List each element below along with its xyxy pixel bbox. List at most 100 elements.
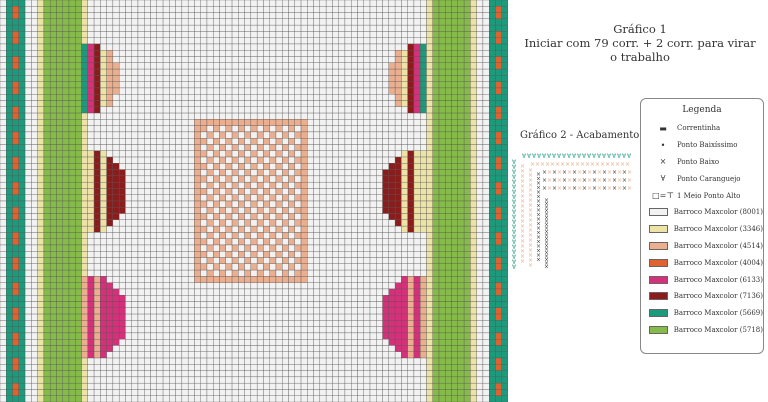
- grid-cell: [426, 213, 433, 221]
- grid-cell: [288, 332, 295, 340]
- grid-cell: [256, 357, 264, 365]
- grid-cell: [451, 351, 459, 359]
- grid-cell: [300, 112, 308, 120]
- grid-cell: [118, 156, 126, 164]
- grid-cell: [213, 150, 220, 158]
- grid-cell: [68, 119, 76, 126]
- grid-cell: [0, 163, 7, 170]
- grid-cell: [344, 288, 352, 296]
- grid-cell: [394, 87, 402, 95]
- grid-cell: [489, 75, 496, 82]
- grid-cell: [476, 244, 484, 252]
- grid-cell: [137, 175, 145, 183]
- grid-cell: [482, 24, 490, 32]
- grid-cell: [231, 263, 239, 271]
- grid-cell: [438, 313, 446, 321]
- grid-cell: [31, 263, 38, 271]
- grid-cell: [225, 326, 233, 334]
- grid-cell: [300, 6, 308, 13]
- grid-cell: [256, 163, 264, 170]
- grid-cell: [62, 81, 70, 89]
- grid-cell: [131, 200, 139, 208]
- grid-cell: [413, 138, 421, 145]
- grid-cell: [457, 106, 465, 114]
- grid-cell: [451, 194, 459, 202]
- grid-cell: [43, 219, 51, 227]
- grid-cell: [256, 200, 264, 208]
- grid-cell: [175, 125, 183, 133]
- grid-cell: [338, 12, 346, 20]
- grid-cell: [75, 382, 82, 390]
- grid-cell: [213, 225, 220, 233]
- grid-cell: [194, 194, 201, 202]
- grid-cell: [463, 219, 471, 227]
- grid-cell: [244, 56, 252, 63]
- grid-cell: [12, 313, 19, 321]
- grid-cell: [68, 56, 76, 63]
- grid-cell: [482, 37, 490, 45]
- grid-cell: [31, 144, 38, 151]
- grid-cell: [200, 251, 208, 258]
- grid-cell: [413, 276, 421, 283]
- grid-cell: [81, 345, 88, 352]
- grid-cell: [106, 200, 114, 208]
- grid-cell: [100, 207, 107, 214]
- grid-cell: [263, 0, 270, 7]
- grid-cell: [407, 263, 415, 271]
- grid-cell: [256, 320, 264, 327]
- grid-cell: [18, 24, 26, 32]
- grid-cell: [175, 251, 183, 258]
- grid-cell: [125, 0, 132, 7]
- grid-cell: [56, 138, 63, 145]
- grid-cell: [0, 351, 7, 359]
- grid-cell: [457, 251, 465, 258]
- grid-cell: [12, 112, 19, 120]
- grid-cell: [131, 24, 139, 32]
- grid-cell: [426, 24, 433, 32]
- grid-cell: [194, 288, 201, 296]
- grid-cell: [18, 68, 26, 76]
- grid-cell: [125, 194, 132, 202]
- grid-cell: [489, 200, 496, 208]
- grid-cell: [150, 257, 157, 264]
- grid-cell: [275, 257, 283, 264]
- grid-cell: [62, 263, 70, 271]
- grid-cell: [200, 144, 208, 151]
- grid-cell: [206, 125, 214, 133]
- grid-cell: [162, 163, 170, 170]
- grid-cell: [125, 68, 132, 76]
- grid-cell: [18, 12, 26, 20]
- grid-cell: [187, 12, 195, 20]
- grid-cell: [263, 106, 270, 114]
- grid-cell: [131, 150, 139, 158]
- grid-cell: [37, 75, 45, 82]
- grid-cell: [75, 313, 82, 321]
- grid-cell: [37, 200, 45, 208]
- grid-cell: [351, 37, 358, 45]
- grid-cell: [495, 156, 502, 164]
- grid-cell: [495, 131, 502, 139]
- grid-cell: [470, 307, 477, 315]
- grid-cell: [489, 138, 496, 145]
- grid-cell: [445, 307, 452, 315]
- grid-cell: [282, 138, 289, 145]
- grid-cell: [162, 238, 170, 246]
- grid-cell: [489, 125, 496, 133]
- grid-cell: [18, 125, 26, 133]
- grid-cell: [313, 68, 321, 76]
- grid-cell: [250, 351, 258, 359]
- grid-cell: [150, 339, 157, 346]
- grid-cell: [344, 156, 352, 164]
- grid-cell: [206, 62, 214, 70]
- grid-cell: [426, 251, 433, 258]
- grid-cell: [24, 43, 32, 51]
- grid-cell: [470, 18, 477, 26]
- grid-cell: [187, 351, 195, 359]
- grid-cell: [394, 31, 402, 38]
- grid-cell: [288, 288, 295, 296]
- grid-cell: [112, 376, 120, 384]
- grid-cell: [369, 119, 377, 126]
- grid-cell: [438, 62, 446, 70]
- grid-cell: [93, 188, 101, 195]
- grid-cell: [0, 213, 7, 221]
